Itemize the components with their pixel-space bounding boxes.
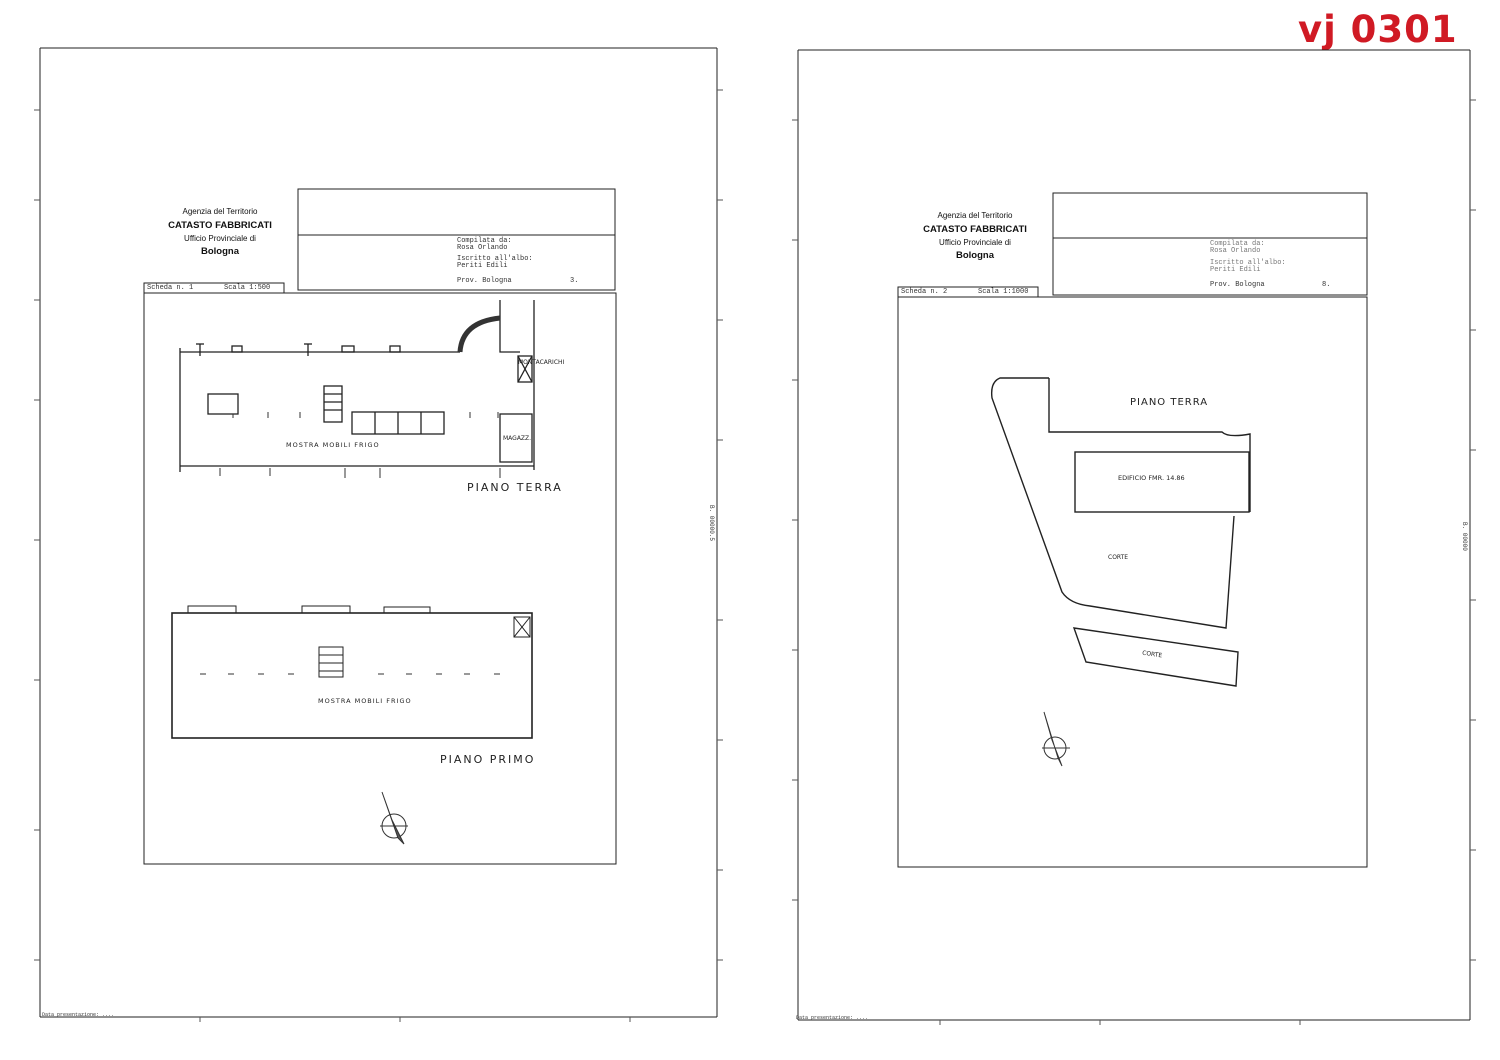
scheda-number-2: Scheda n. 2 bbox=[901, 288, 948, 296]
sheet-2-side-note: B. 00000 bbox=[1461, 522, 1468, 551]
province-label-2: Prov. Bologna bbox=[1210, 281, 1265, 289]
sheet-2-frame bbox=[797, 49, 1471, 1021]
scale-label: Scala 1:500 bbox=[224, 284, 271, 292]
site-title: PIANO TERRA bbox=[1130, 397, 1209, 408]
piano-primo-floorplan bbox=[171, 605, 533, 739]
city-label-2: Bologna bbox=[956, 250, 994, 261]
agency-label: Agenzia del Territorio bbox=[182, 207, 258, 216]
province-number: 3. bbox=[570, 277, 579, 285]
province-label: Prov. Bologna bbox=[457, 277, 512, 285]
compiler-label: Compilata da: bbox=[457, 237, 512, 245]
north-arrow-right bbox=[1042, 711, 1070, 767]
office-label: Ufficio Provinciale di bbox=[184, 234, 256, 243]
register-value: Periti Edili bbox=[457, 262, 508, 270]
sheet-1-footer: Data presentazione: .... bbox=[42, 1012, 115, 1018]
piano-terra-floorplan bbox=[179, 300, 535, 472]
first-floor-title: PIANO PRIMO bbox=[440, 753, 536, 766]
storage-label: MAGAZZ. bbox=[503, 435, 532, 442]
site-plan-outline bbox=[990, 377, 1251, 687]
register-label: Iscritto all'albo: bbox=[457, 255, 533, 263]
register-label-2: Iscritto all'albo: bbox=[1210, 259, 1286, 267]
document-code: vj 0301 bbox=[1298, 8, 1458, 51]
north-arrow-left bbox=[380, 791, 408, 845]
province-number-2: 8. bbox=[1322, 281, 1331, 289]
compiler-name: Rosa Orlando bbox=[457, 244, 508, 252]
city-label: Bologna bbox=[201, 246, 239, 257]
ground-floor-title: PIANO TERRA bbox=[467, 481, 563, 494]
sheet-1-side-note: B. 00000.5 bbox=[708, 505, 715, 542]
register-value-2: Periti Edili bbox=[1210, 266, 1261, 274]
elevator-label: MONTACARICHI bbox=[518, 359, 565, 366]
scheda-number: Scheda n. 1 bbox=[147, 284, 194, 292]
sheet-2-footer: Data presentazione: .... bbox=[796, 1015, 869, 1021]
ground-room-label: MOSTRA MOBILI FRIGO bbox=[286, 441, 380, 449]
registry-label-2: CATASTO FABBRICATI bbox=[923, 224, 1027, 235]
sheet-1-frame bbox=[39, 47, 718, 1018]
building-label: EDIFICIO FMR. 14.86 bbox=[1118, 474, 1185, 482]
compiler-label-2: Compilata da: bbox=[1210, 240, 1265, 248]
agency-label-2: Agenzia del Territorio bbox=[937, 211, 1013, 220]
compiler-name-2: Rosa Orlando bbox=[1210, 247, 1261, 255]
sheet-2-plan-frame bbox=[897, 296, 1368, 868]
first-room-label: MOSTRA MOBILI FRIGO bbox=[318, 697, 412, 705]
office-label-2: Ufficio Provinciale di bbox=[939, 238, 1011, 247]
sheet-1-plan-frame bbox=[143, 292, 617, 865]
registry-label: CATASTO FABBRICATI bbox=[168, 220, 272, 231]
scale-label-2: Scala 1:1000 bbox=[978, 288, 1029, 296]
courtyard-label-1: CORTE bbox=[1108, 554, 1129, 561]
